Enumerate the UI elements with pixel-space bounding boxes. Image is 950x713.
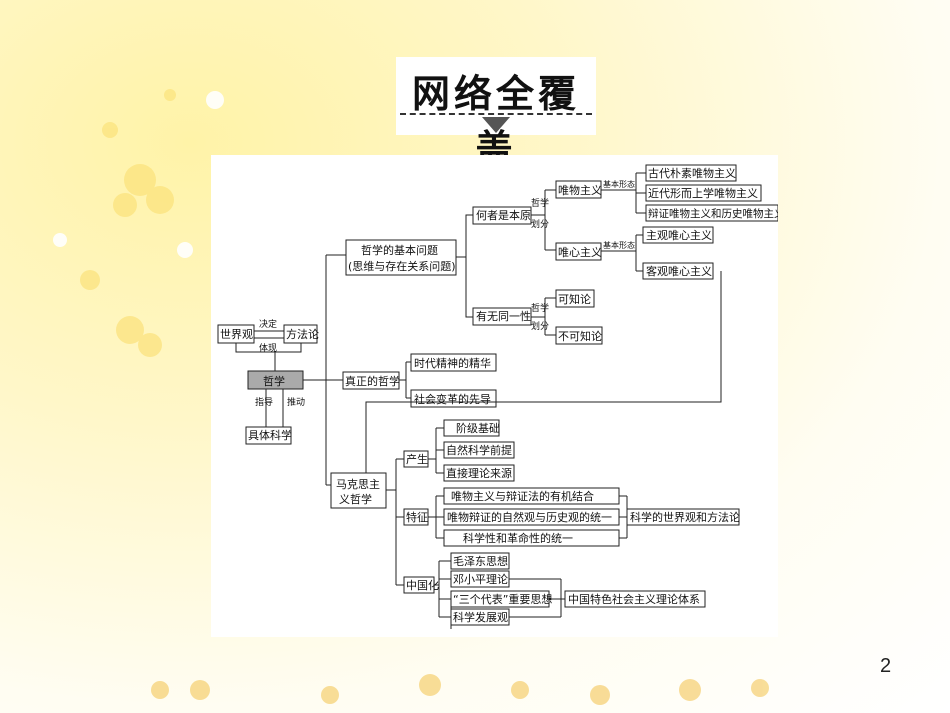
down-triangle-icon [482, 117, 510, 133]
node-origin-item-2: 自然科学前提 [446, 443, 512, 457]
label-determine: 决定 [259, 318, 277, 330]
label-embody: 体现 [259, 342, 277, 354]
concept-map: 世界观 方法论 决定 体现 哲学 指导 推动 具体科学 哲学的基本问题 (思维与… [217, 164, 785, 629]
label-philosophy-split-2a: 哲学 [531, 302, 549, 314]
node-idealism: 唯心主义 [558, 246, 602, 259]
title-banner: 网络全覆盖 [396, 57, 596, 171]
node-feature-item-1: 唯物主义与辩证法的有机结合 [451, 489, 594, 503]
label-basic-form-1: 基本形态 [603, 179, 635, 189]
node-spirit-of-times: 时代精神的精华 [414, 356, 491, 370]
node-china-result: 中国特色社会主义理论体系 [568, 592, 700, 606]
node-methodology: 方法论 [286, 327, 319, 341]
node-marxism-line2: 义哲学 [339, 492, 372, 506]
label-philosophy-split-1a: 哲学 [531, 197, 549, 209]
node-feature-item-2: 唯物辩证的自然观与历史观的统一 [447, 510, 612, 524]
node-knowable: 可知论 [558, 292, 591, 306]
node-basic-question: 哲学的基本问题 [361, 243, 438, 257]
title-divider [400, 113, 592, 115]
node-marxism-line1: 马克思主 [336, 478, 380, 491]
concept-map-panel: 世界观 方法论 决定 体现 哲学 指导 推动 具体科学 哲学的基本问题 (思维与… [211, 155, 785, 637]
node-basic-question-sub: (思维与存在关系问题) [348, 259, 456, 273]
node-true-philosophy: 真正的哲学 [345, 374, 400, 388]
node-specific-science: 具体科学 [248, 428, 292, 442]
node-china-label: 中国化 [406, 578, 439, 592]
node-mat-form-2: 近代形而上学唯物主义 [648, 186, 758, 200]
node-mat-form-3: 辩证唯物主义和历史唯物主义 [648, 207, 778, 220]
node-worldview: 世界观 [220, 328, 253, 341]
node-unknowable: 不可知论 [558, 329, 602, 343]
node-mat-form-1: 古代朴素唯物主义 [648, 166, 736, 180]
page-number: 2 [880, 655, 892, 677]
label-guide: 指导 [255, 396, 273, 408]
label-promote: 推动 [287, 396, 305, 408]
node-ide-form-1: 主观唯心主义 [646, 229, 712, 242]
node-china-item-1: 毛泽东思想 [453, 554, 508, 568]
node-feature-label: 特征 [406, 510, 428, 524]
node-china-item-2: 邓小平理论 [453, 572, 508, 586]
label-basic-form-2: 基本形态 [603, 240, 635, 250]
label-philosophy-split-2b: 划分 [531, 320, 549, 332]
node-materialism: 唯物主义 [558, 183, 602, 197]
node-origin: 何者是本原 [476, 208, 531, 222]
node-china-item-4: 科学发展观 [453, 610, 508, 624]
node-origin-item-1: 阶级基础 [456, 421, 500, 435]
label-philosophy-split-1b: 划分 [531, 218, 549, 230]
node-feature-item-3: 科学性和革命性的统一 [463, 531, 573, 545]
node-ide-form-2: 客观唯心主义 [646, 264, 712, 278]
node-social-reform: 社会变革的先导 [414, 392, 491, 406]
node-china-item-3: “三个代表”重要思想 [453, 592, 552, 606]
node-philosophy: 哲学 [263, 374, 285, 388]
node-origin-label: 产生 [406, 452, 428, 466]
node-feature-result: 科学的世界观和方法论 [630, 510, 740, 524]
node-identity: 有无同一性 [476, 309, 531, 323]
node-origin-item-3: 直接理论来源 [446, 466, 512, 480]
